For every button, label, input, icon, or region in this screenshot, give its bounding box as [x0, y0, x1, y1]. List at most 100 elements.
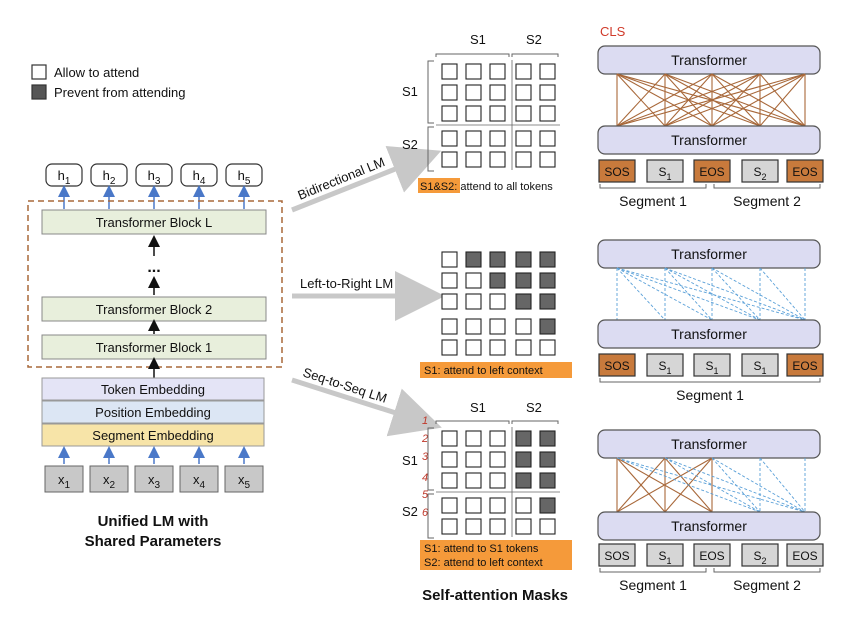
ltr-link-8: [664, 267, 761, 321]
ltr-cell-r2c2: [465, 272, 482, 289]
s2s-src-link-7: [616, 457, 713, 513]
bidir-cell-r2c5: [539, 84, 556, 101]
ltr-cell-r1c2: [465, 251, 482, 268]
row-number-6: 6: [422, 507, 429, 519]
legend-prevent-label: Prevent from attending: [54, 85, 186, 100]
bidir-cell-r4c3: [489, 130, 506, 147]
s2s-token-3: [693, 543, 731, 567]
bidir-transformer-bottom: [597, 125, 821, 155]
bidir-link-24: [759, 73, 806, 127]
bidir-row-label-s1: S1: [402, 84, 418, 99]
ltr-link-14: [759, 267, 806, 321]
bidir-transformer-top: [597, 45, 821, 75]
ltr-cell-r5c4: [515, 339, 532, 356]
transformer-block-2-label: Transformer Block 2: [96, 302, 213, 317]
bidir-row-label-s2: S2: [402, 137, 418, 152]
input-x4: [179, 465, 219, 493]
ltr-token-4: [741, 353, 779, 377]
s2s-transformer-top-label: Transformer: [671, 436, 747, 452]
bidir-row-bracket-s2: [427, 126, 434, 172]
s2s-cell-r5c1: [441, 518, 458, 535]
input-x3-label: x3: [148, 472, 161, 491]
masks-caption: Self-attention Masks: [422, 587, 568, 604]
ltr-cell-r4c1: [441, 318, 458, 335]
left-to-right-lm-label: Left-to-Right LM: [300, 276, 393, 291]
s2s-tgt-link-1: [616, 457, 761, 513]
s2s-cell-r2c4: [515, 451, 532, 468]
s2s-token-3-label: EOS: [699, 549, 724, 563]
output-h2-label: h2: [103, 168, 116, 187]
bidir-token-5: [786, 159, 824, 183]
bidir-cell-r1c2: [465, 63, 482, 80]
bidir-cell-r3c5: [539, 105, 556, 122]
row-number-5: 5: [422, 489, 429, 501]
ltr-link-11: [711, 267, 761, 321]
s2s-cell-r4c1: [441, 497, 458, 514]
bidir-link-22: [664, 73, 806, 127]
ltr-cell-r2c1: [441, 272, 458, 289]
row-number-4: 4: [422, 472, 428, 484]
s2s-segment-2-label: Segment 2: [733, 577, 801, 593]
input-x5: [224, 465, 264, 493]
bidir-cell-r4c4: [515, 130, 532, 147]
bidir-cell-r2c2: [465, 84, 482, 101]
ltr-token-3: [693, 353, 731, 377]
bidir-cell-r3c3: [489, 105, 506, 122]
legend-prevent-swatch: [31, 84, 47, 100]
bidir-token-4: [741, 159, 779, 183]
ltr-link-5: [616, 267, 806, 321]
bidir-cell-r5c2: [465, 151, 482, 168]
s2s-token-4-label: S2: [753, 549, 766, 566]
legend: Allow to attend Prevent from attending: [31, 64, 186, 100]
ltr-cell-r1c1: [441, 251, 458, 268]
transformer-block-1: [41, 334, 267, 360]
segment-embedding-label: Segment Embedding: [92, 428, 213, 443]
stack-caption-line2: Shared Parameters: [85, 533, 222, 550]
ltr-token-5: [786, 353, 824, 377]
lm-arrows: Bidirectional LM Left-to-Right LM Seq-to…: [291, 145, 445, 437]
bidir-cell-r5c3: [489, 151, 506, 168]
ltr-token-1: [598, 353, 636, 377]
s2s-transformer-top: [597, 429, 821, 459]
s2s-cell-r3c3: [489, 472, 506, 489]
transformer-block-l-label: Transformer Block L: [96, 215, 213, 230]
ltr-cell-r5c2: [465, 339, 482, 356]
ltr-cell-r1c5: [539, 251, 556, 268]
s2s-row-label-s2: S2: [402, 504, 418, 519]
ltr-transformer-bottom: [597, 319, 821, 349]
ltr-link-3: [616, 267, 713, 321]
bidir-col-label-s1: S1: [470, 32, 486, 47]
bidir-row-bracket-s1: [427, 60, 434, 124]
s2s-tgt-link-6: [711, 457, 806, 513]
row-number-2: 2: [421, 433, 428, 445]
bidirectional-arrow: [291, 145, 442, 213]
bidir-token-1-label: SOS: [604, 165, 629, 179]
token-embedding-label: Token Embedding: [101, 382, 205, 397]
bidir-link-21: [616, 73, 806, 127]
s2s-cell-r5c2: [465, 518, 482, 535]
bidir-token-1: [598, 159, 636, 183]
ltr-token-1-label: SOS: [604, 359, 629, 373]
bidir-cell-r2c1: [441, 84, 458, 101]
s2s-segment-1-bracket: [599, 568, 707, 573]
ltr-link-12: [711, 267, 806, 321]
s2s-cell-r3c1: [441, 472, 458, 489]
ltr-segment-1-bracket: [599, 378, 821, 383]
bidir-cell-r4c1: [441, 130, 458, 147]
ltr-cell-r3c5: [539, 293, 556, 310]
s2s-tgt-link-5: [711, 457, 761, 513]
bidir-transformer-top-label: Transformer: [671, 52, 747, 68]
bidir-cell-r1c5: [539, 63, 556, 80]
bidir-cell-r3c2: [465, 105, 482, 122]
s2s-cell-r4c3: [489, 497, 506, 514]
bidir-cell-r1c1: [441, 63, 458, 80]
s2s-cell-r1c5: [539, 430, 556, 447]
bidir-cell-r5c5: [539, 151, 556, 168]
s2s-cell-r1c2: [465, 430, 482, 447]
bidir-cell-r2c4: [515, 84, 532, 101]
bidir-link-23: [711, 73, 806, 127]
s2s-cell-r3c2: [465, 472, 482, 489]
s2s-cell-r2c5: [539, 451, 556, 468]
token-embedding: [41, 377, 265, 401]
